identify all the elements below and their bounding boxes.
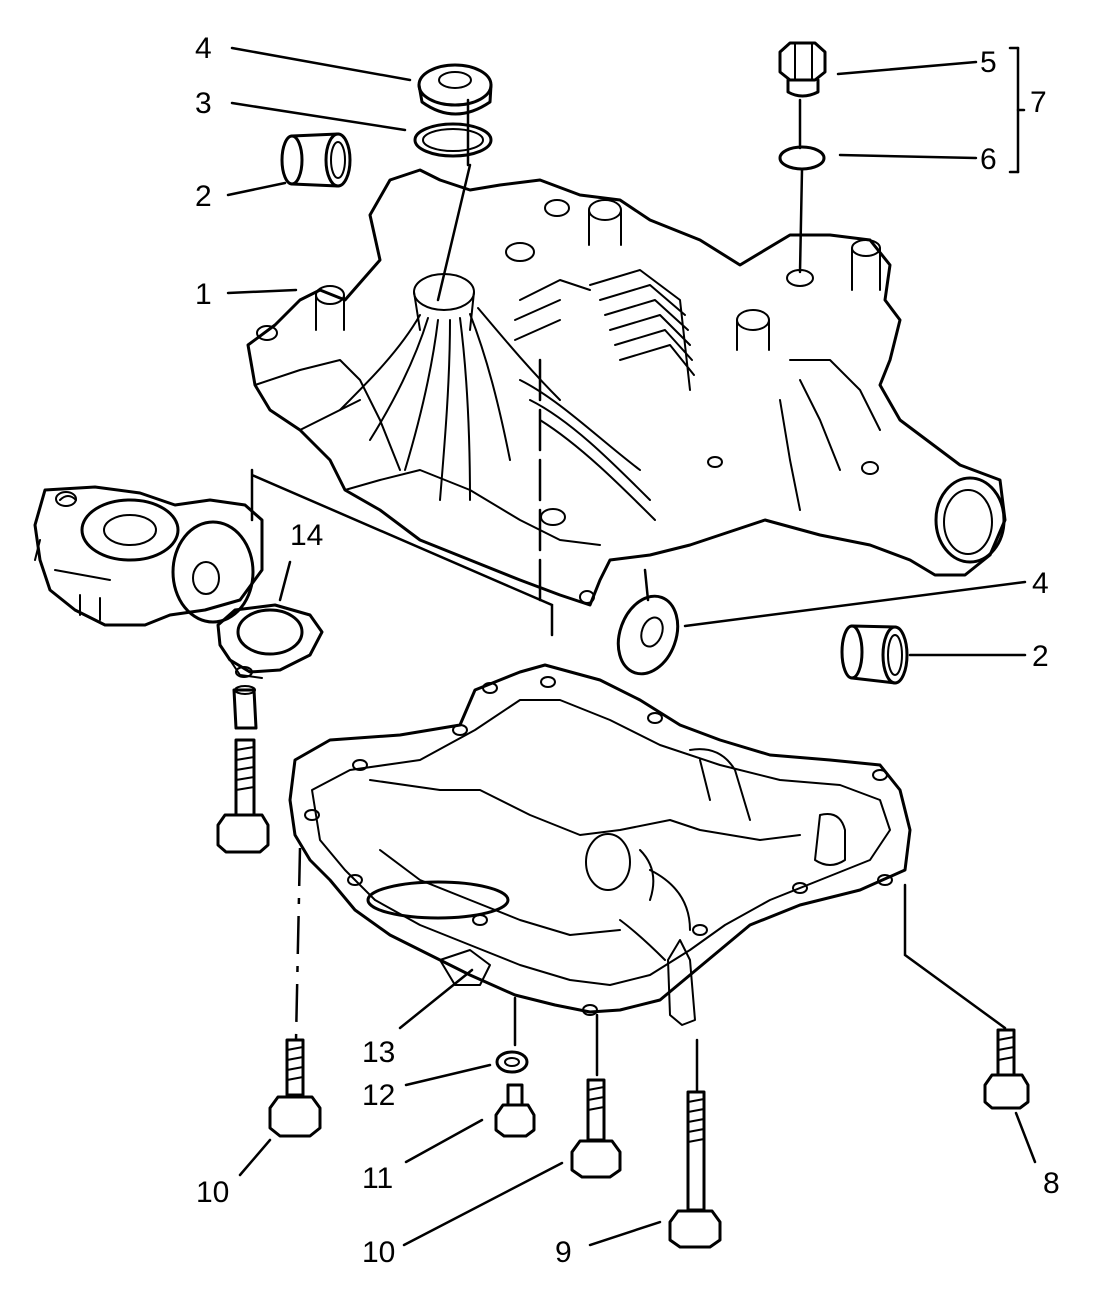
callout-labels: 4 3 2 1 5 6 7 4 2 14 13 12 11 10 10 9 8 [195, 32, 1060, 1269]
callout-5: 5 [980, 46, 997, 79]
bolt-9 [668, 1090, 722, 1249]
valve-assembly [216, 603, 324, 679]
bolt-11 [494, 1083, 536, 1138]
callout-7: 7 [1030, 86, 1047, 119]
lower-housing [288, 663, 912, 1026]
o-ring [778, 145, 826, 171]
callout-9: 9 [555, 1236, 572, 1269]
bushing-upper [280, 132, 352, 188]
callout-4-lower: 4 [1032, 567, 1049, 600]
drain-plug [778, 41, 827, 98]
seal-lower [616, 594, 680, 676]
callout-10-left: 10 [196, 1176, 229, 1209]
callout-1: 1 [195, 278, 212, 311]
callout-2-top: 2 [195, 180, 212, 213]
seal-upper [417, 63, 493, 116]
left-cover-assembly [33, 485, 264, 627]
callout-14: 14 [290, 519, 323, 552]
callout-11: 11 [362, 1162, 393, 1195]
callout-2-lower: 2 [1032, 640, 1049, 673]
callout-8: 8 [1043, 1167, 1060, 1200]
callout-3: 3 [195, 87, 212, 120]
bushing-lower [840, 624, 909, 685]
leader-lines [226, 46, 1037, 1247]
retaining-ring [413, 122, 493, 158]
standoff-and-bolt [216, 685, 270, 854]
upper-housing [246, 168, 1007, 607]
bolt-10-middle [570, 1078, 622, 1179]
washer-12 [495, 1050, 529, 1074]
bolt-8 [983, 1028, 1030, 1110]
callout-12: 12 [362, 1079, 395, 1112]
callout-6: 6 [980, 143, 997, 176]
callout-10-bottom: 10 [362, 1236, 395, 1269]
alignment-lines [250, 98, 1007, 1092]
callout-13: 13 [362, 1036, 395, 1069]
callout-4-top: 4 [195, 32, 212, 65]
bolt-10-left [268, 1038, 322, 1138]
